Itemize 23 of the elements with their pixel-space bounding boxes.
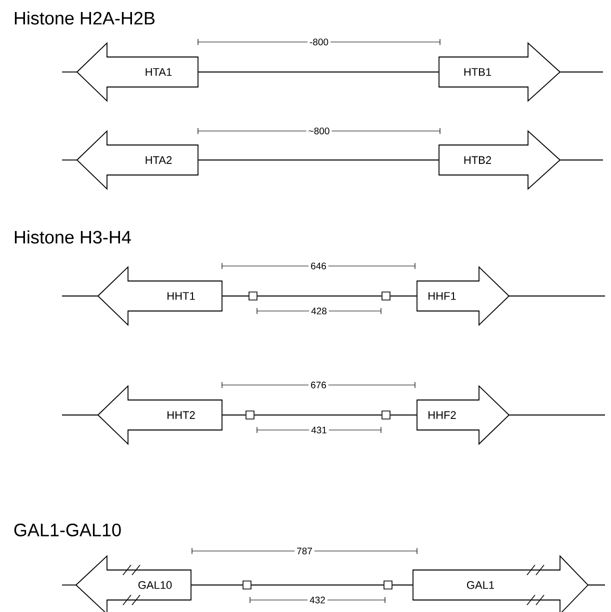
site-box: [248, 292, 258, 300]
section-title: Histone H2A-H2B: [14, 11, 155, 25]
dimension-label: 676: [308, 380, 328, 390]
site-box: [384, 580, 392, 590]
dimension-label: 432: [308, 594, 328, 606]
site-box: [242, 580, 252, 590]
dimension-label: 646: [308, 260, 328, 272]
site-box: [246, 410, 254, 420]
dimension-label: 431: [309, 424, 329, 436]
dna-line: [222, 414, 246, 416]
dimension-label: 428: [309, 306, 329, 316]
dna-line: [250, 584, 384, 586]
dna-line: [390, 414, 417, 416]
site-box: [382, 410, 390, 420]
dna-line: [392, 584, 413, 586]
dna-line: [254, 414, 382, 416]
site-box: [382, 292, 390, 300]
dimension-label: 787: [294, 546, 314, 556]
section-title: GAL1-GAL10: [14, 524, 121, 536]
dna-line: [191, 584, 244, 586]
dimension-label: -800: [308, 36, 330, 48]
dimension-label: ~800: [306, 126, 332, 136]
section-title: Histone H3-H4: [14, 230, 131, 244]
